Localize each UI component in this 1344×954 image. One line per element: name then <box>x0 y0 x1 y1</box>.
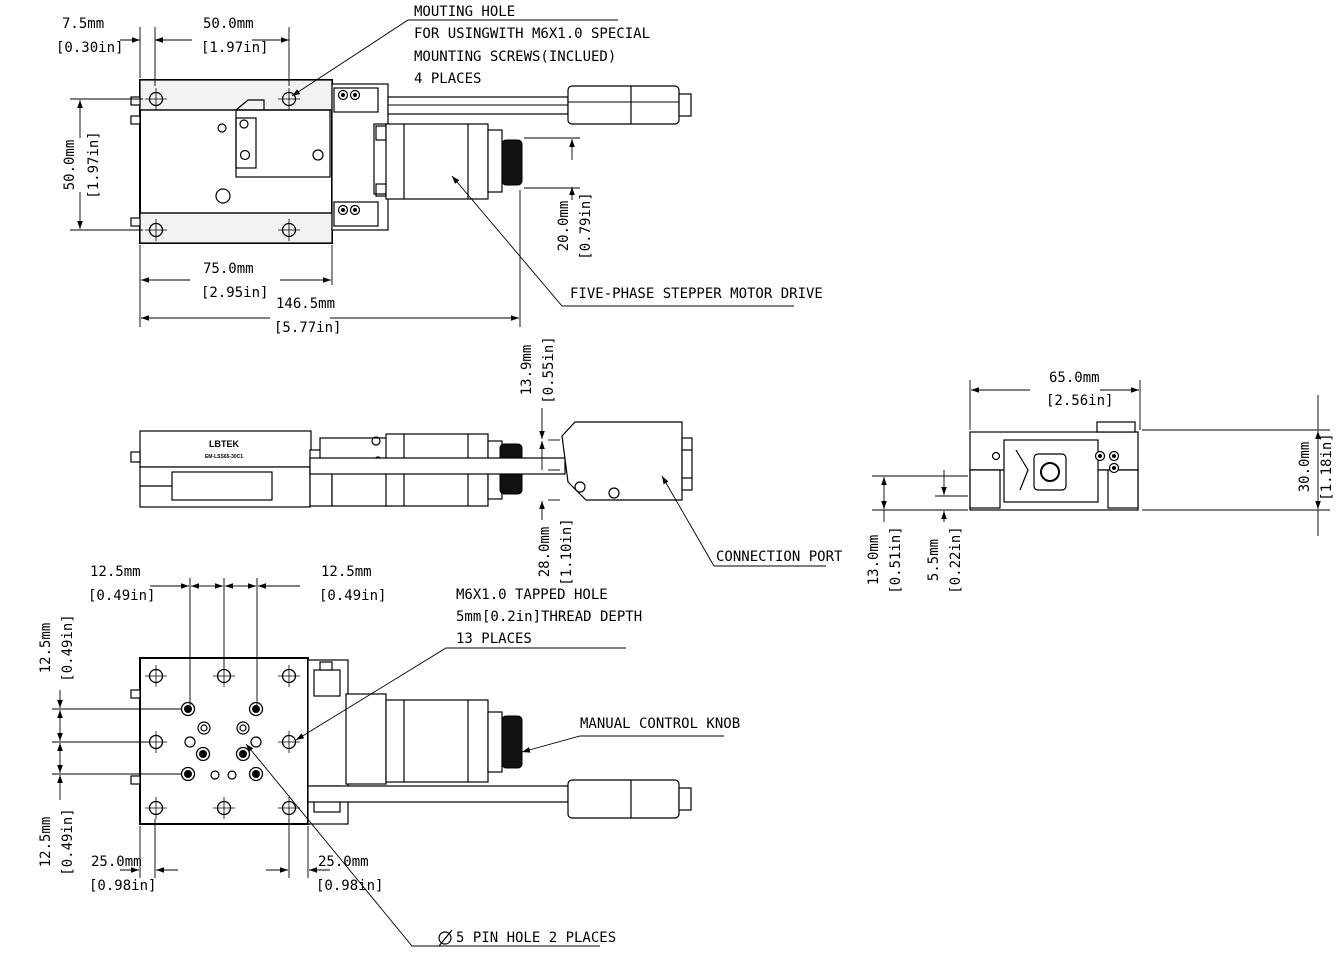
mounting-note-line: 4 PLACES <box>414 71 481 87</box>
tapped-hole-icon <box>145 797 167 819</box>
dim-in: [2.56in] <box>1046 393 1113 409</box>
bottom-motor <box>385 699 489 783</box>
dim-mm: 5.5mm <box>926 539 942 581</box>
tapped-note-line: 5mm <box>456 609 481 625</box>
dim-mm: 7.5mm <box>62 16 104 32</box>
mounting-note-line: FOR USINGWITH M6X1.0 SPECIAL <box>414 26 650 42</box>
tapped-hole-icon <box>145 731 167 753</box>
dim-mm: 50.0mm <box>62 140 78 191</box>
knob-note: MANUAL CONTROL KNOB <box>580 716 740 732</box>
dim-in: [0.49in] <box>319 588 386 604</box>
bottom-knob <box>501 715 523 769</box>
connector-head <box>561 421 683 501</box>
tapped-note-line: M6X1.0 TAPPED HOLE <box>456 587 608 603</box>
dim-mm: 50.0mm <box>203 16 254 32</box>
model-label: EM-LSS65-30C1 <box>205 454 243 460</box>
dim-in: [2.95in] <box>201 285 268 301</box>
dim-in: [0.98in] <box>316 878 383 894</box>
dim-mm: 65.0mm <box>1049 370 1100 386</box>
tapped-note-line: [0.2in] <box>482 609 541 625</box>
mounting-note-line: MOUTING HOLE <box>414 4 515 20</box>
tapped-hole-icon <box>213 665 235 687</box>
dim-in: [0.30in] <box>56 40 123 56</box>
dim-in: [0.79in] <box>578 192 594 259</box>
dim-in: [5.77in] <box>274 320 341 336</box>
dim-mm: 13.0mm <box>866 535 882 586</box>
dim-mm: 20.0mm <box>556 201 572 252</box>
side-view: LBTEK EM-LSS65-30C1 13.9mm [0.55in <box>130 336 843 586</box>
dim-in: [0.51in] <box>888 526 904 593</box>
port-note: CONNECTION PORT <box>716 549 843 565</box>
control-knob <box>501 139 523 186</box>
dim-in: [0.22in] <box>948 526 964 593</box>
dim-in: [0.55in] <box>541 336 557 403</box>
dim-mm: 13.9mm <box>519 345 535 396</box>
end-view: 65.0mm [2.56in] 30.0mm [1.18in] 13.0mm [… <box>866 370 1335 594</box>
mounting-note-line: MOUNTING SCREWS(INCLUED) <box>414 49 616 65</box>
dim-mm: 12.5mm <box>38 623 54 674</box>
dim-in: [0.98in] <box>89 878 156 894</box>
tapped-hole-icon <box>278 731 300 753</box>
dim-mm: 146.5mm <box>276 296 335 312</box>
dim-mm: 12.5mm <box>90 564 141 580</box>
dim-mm: 28.0mm <box>537 527 553 578</box>
tapped-note-line: 13 PLACES <box>456 631 532 647</box>
dim-in: [0.49in] <box>60 808 76 875</box>
dim-mm: 12.5mm <box>321 564 372 580</box>
dim-mm: 25.0mm <box>318 854 369 870</box>
tapped-note-line: THREAD DEPTH <box>541 609 642 625</box>
motor-note: FIVE-PHASE STEPPER MOTOR DRIVE <box>570 286 823 302</box>
dim-in: [0.49in] <box>88 588 155 604</box>
top-view: 7.5mm [0.30in] 50.0mm [1.97in] 50.0mm [1… <box>56 4 823 336</box>
dim-in: [1.97in] <box>201 40 268 56</box>
pin-note: 5 PIN HOLE 2 PLACES <box>456 930 616 946</box>
dim-in: [1.10in] <box>559 518 575 585</box>
dim-in: [0.49in] <box>60 614 76 681</box>
dim-mm: 25.0mm <box>91 854 142 870</box>
dim-in: [1.18in] <box>1319 433 1335 500</box>
tapped-hole-icon <box>213 797 235 819</box>
tapped-hole-icon <box>278 797 300 819</box>
side-stage-body <box>139 430 312 468</box>
cable-connector <box>567 85 680 125</box>
brand-label: LBTEK <box>209 439 239 449</box>
tapped-hole-icon <box>278 665 300 687</box>
dim-in: [1.97in] <box>86 131 102 198</box>
dim-mm: 30.0mm <box>1297 442 1313 493</box>
tapped-hole-icon <box>145 665 167 687</box>
dim-mm: 75.0mm <box>203 261 254 277</box>
stepper-motor <box>385 123 489 200</box>
dim-mm: 12.5mm <box>38 817 54 868</box>
bottom-view: 12.5mm [0.49in] 12.5mm [0.49in] 12.5mm [… <box>38 564 740 947</box>
diameter-icon <box>438 929 453 947</box>
